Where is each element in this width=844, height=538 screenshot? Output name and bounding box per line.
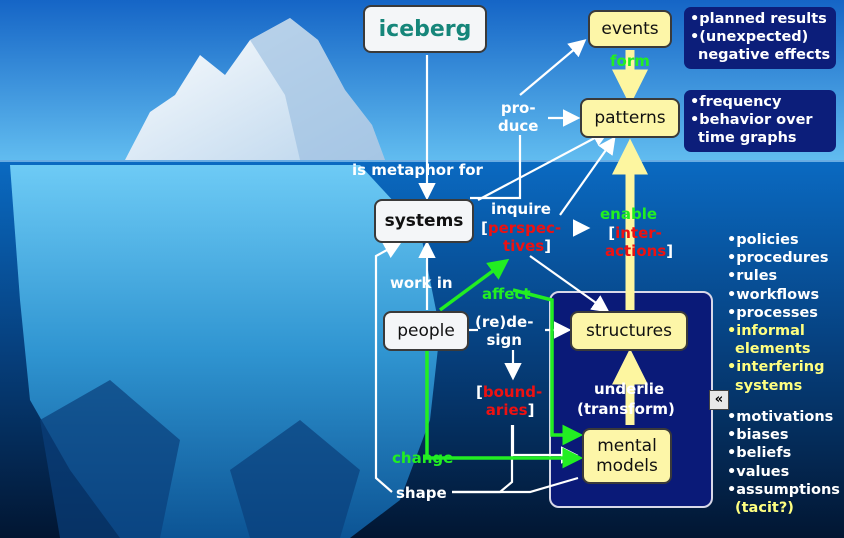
bracket-close: ] <box>544 237 552 255</box>
label-underlie: underlie <box>594 380 665 398</box>
label-produce: pro- duce <box>498 99 538 135</box>
label-produce-line1: pro- <box>500 99 536 117</box>
arrow-change-mental <box>425 350 584 469</box>
label-shape: shape <box>396 484 447 502</box>
node-events[interactable]: events <box>588 10 672 48</box>
mental-models-list-item: •beliefs <box>727 445 792 462</box>
arrow-boundaries-change <box>511 425 579 464</box>
arrow-systems-events <box>470 135 522 200</box>
mental-models-list-item: •biases <box>727 427 789 444</box>
structures-list-item: •workflows <box>727 286 820 303</box>
structures-list-item: •rules <box>727 268 778 285</box>
structures-list: •policies •procedures•rules•workflows•pro… <box>727 231 829 395</box>
label-perspectives: [perspec- tives] <box>481 219 561 255</box>
iceberg-underwater-dark <box>40 380 360 538</box>
events-note-line: •planned results <box>690 11 827 27</box>
label-is-metaphor-for: is metaphor for <box>352 161 483 179</box>
label-interactions: [inter- actions] <box>597 224 673 260</box>
structures-list-item: •processes <box>727 304 818 321</box>
label-produce-line2: duce <box>498 117 539 135</box>
events-note-line: negative effects <box>698 47 831 63</box>
structures-list-item: •informal <box>727 323 805 340</box>
bracket-open: [ <box>476 383 483 401</box>
collapse-icon[interactable]: « <box>709 390 729 410</box>
label-change: change <box>392 449 454 467</box>
node-patterns-label: patterns <box>594 108 666 128</box>
label-perspectives-line2: tives <box>503 237 545 255</box>
node-systems[interactable]: systems <box>374 199 474 243</box>
label-work-in: work in <box>390 274 453 292</box>
label-redesign: (re)de- sign <box>475 313 533 349</box>
events-note: •planned results •(unexpected) negative … <box>684 7 836 69</box>
mental-models-list-item: •values <box>727 463 790 480</box>
label-redesign-line2: sign <box>486 331 522 349</box>
iceberg-tip-shadow <box>250 18 385 160</box>
arrow-people-perspectives <box>438 258 510 312</box>
arrow-produce-events <box>519 39 587 96</box>
structures-list-item: •interfering <box>727 359 825 376</box>
structures-list-item: systems <box>735 377 803 394</box>
node-people-label: people <box>397 321 455 341</box>
label-interactions-line1: inter- <box>615 224 662 242</box>
label-boundaries: [bound- aries] <box>476 383 542 419</box>
patterns-note: •frequency •behavior over time graphs <box>684 90 836 152</box>
label-boundaries-line1: bound- <box>482 383 543 401</box>
mental-models-list-item: (tacit?) <box>735 500 794 517</box>
patterns-note-line: •behavior over <box>690 112 813 128</box>
arrow-interactions-patterns <box>559 136 616 216</box>
mental-models-list-item: •motivations <box>727 409 834 425</box>
mental-models-list: •motivations •biases•beliefs•values•assum… <box>727 408 840 517</box>
structures-list-item: •procedures <box>727 250 829 267</box>
node-structures-label: structures <box>585 321 672 341</box>
patterns-note-line: time graphs <box>698 130 797 146</box>
node-iceberg-label: iceberg <box>378 16 472 42</box>
arrow-shape-systems <box>374 241 402 493</box>
label-redesign-line1: (re)de- <box>475 313 534 331</box>
label-affect: affect <box>482 285 531 303</box>
label-form: form <box>610 52 650 70</box>
label-inquire: inquire <box>491 200 551 218</box>
arrow-systems-patterns <box>477 129 610 201</box>
label-interactions-line2: actions <box>605 242 667 260</box>
node-people[interactable]: people <box>383 311 469 351</box>
patterns-note-line: •frequency <box>690 94 782 110</box>
label-perspectives-line1: perspec- <box>487 219 562 237</box>
structures-list-item: •policies <box>727 232 799 248</box>
node-mental-models[interactable]: mental models <box>582 428 672 484</box>
arrow-mental-shape <box>452 476 579 494</box>
bracket-open: [ <box>608 224 616 242</box>
arrow-affect-mental <box>512 288 584 446</box>
node-patterns[interactable]: patterns <box>580 98 680 138</box>
label-boundaries-line2: aries <box>485 401 528 419</box>
node-mental-models-line2: models <box>596 456 658 476</box>
events-note-line: •(unexpected) <box>690 29 809 45</box>
label-enable: enable <box>600 205 658 223</box>
bracket-close: ] <box>666 242 674 260</box>
node-structures[interactable]: structures <box>570 311 688 351</box>
bracket-close: ] <box>527 401 535 419</box>
node-events-label: events <box>601 19 659 39</box>
structures-list-item: elements <box>735 341 811 358</box>
label-transform: (transform) <box>577 400 675 418</box>
node-systems-label: systems <box>384 211 464 231</box>
node-mental-models-line1: mental <box>597 436 657 456</box>
mental-models-list-item: •assumptions <box>727 481 840 498</box>
arrow-perspectives-structures <box>529 255 610 313</box>
bracket-open: [ <box>481 219 488 237</box>
node-iceberg[interactable]: iceberg <box>363 5 487 53</box>
